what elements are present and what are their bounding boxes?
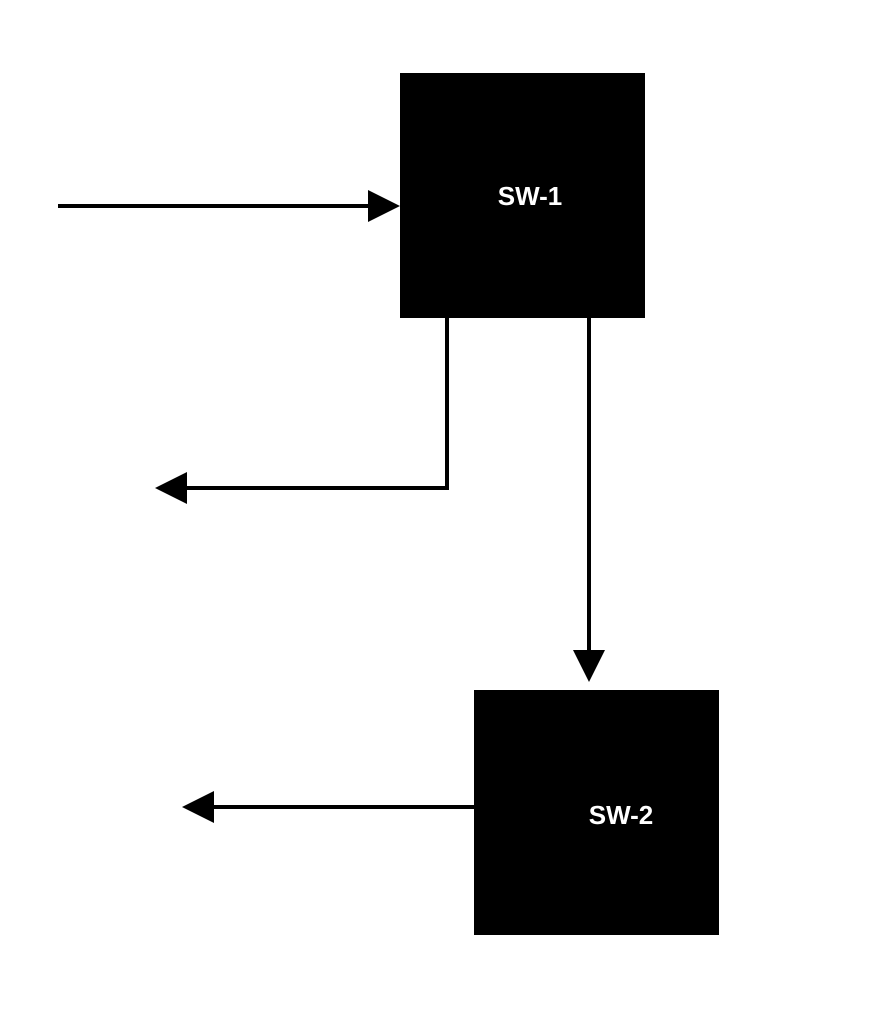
sw2-label: SW-2 <box>589 800 653 830</box>
sw2-node[interactable]: SW-2 <box>474 690 719 935</box>
sw1-box <box>400 73 645 318</box>
sw1-output-arrow-left <box>155 318 449 504</box>
sw2-box <box>474 690 719 935</box>
sw1-label: SW-1 <box>498 181 562 211</box>
sw1-node[interactable]: SW-1 <box>400 73 645 318</box>
